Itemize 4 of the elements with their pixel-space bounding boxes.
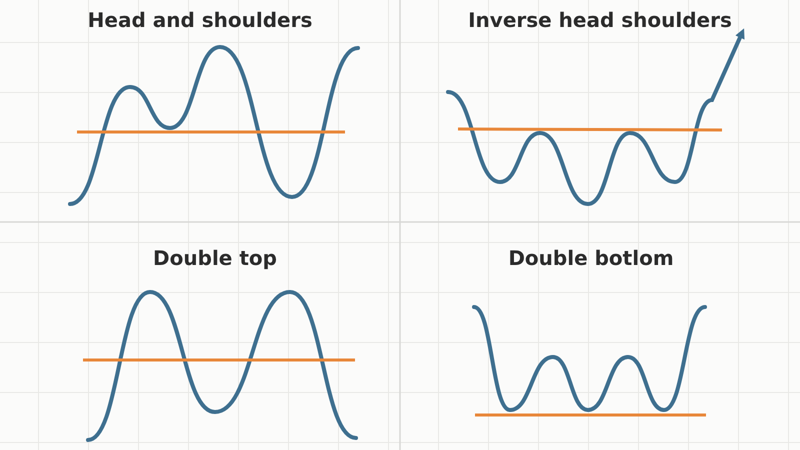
pattern-title: Head and shoulders (88, 8, 312, 32)
pattern-title: Inverse head shoulders (468, 8, 732, 32)
pattern-title: Double botlom (508, 246, 674, 270)
pattern-title: Double top (153, 246, 277, 270)
